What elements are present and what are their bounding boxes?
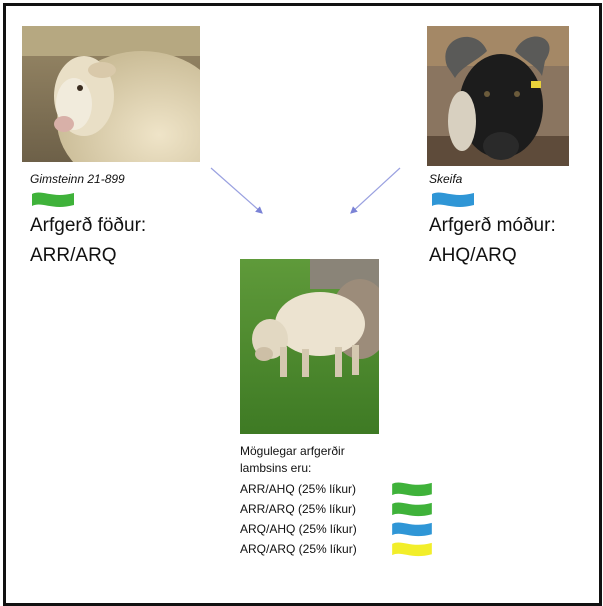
- result-label: ARR/AHQ (25% líkur): [240, 482, 357, 496]
- offspring-result-row: ARQ/ARQ (25% líkur): [240, 539, 432, 559]
- father-genotype-heading: Arfgerð föður:: [30, 215, 147, 236]
- mother-genotype: AHQ/ARQ: [429, 245, 517, 266]
- result-flag-green: [392, 481, 432, 496]
- result-flag-green: [392, 501, 432, 516]
- offspring-intro-line2: lambsins eru:: [240, 461, 312, 475]
- result-label: ARR/ARQ (25% líkur): [240, 502, 357, 516]
- father-arrow: [210, 167, 263, 214]
- mother-arrow: [350, 167, 401, 214]
- mother-name: Skeifa: [429, 172, 463, 186]
- offspring-intro-line1: Mögulegar arfgerðir: [240, 444, 345, 458]
- result-label: ARQ/AHQ (25% líkur): [240, 522, 357, 536]
- offspring-genotypes: Mögulegar arfgerðir lambsins eru: ARR/AH…: [240, 443, 432, 559]
- mother-ewe-photo: [427, 26, 569, 166]
- result-flag-yellow: [392, 541, 432, 556]
- father-ram-photo: [22, 26, 200, 162]
- mother-flag: [432, 192, 474, 207]
- offspring-result-row: ARR/AHQ (25% líkur): [240, 479, 432, 499]
- lamb-photo: [240, 259, 379, 434]
- mother-genotype-heading: Arfgerð móður:: [429, 215, 556, 236]
- father-flag: [32, 192, 74, 207]
- result-label: ARQ/ARQ (25% líkur): [240, 542, 357, 556]
- father-genotype: ARR/ARQ: [30, 245, 117, 266]
- offspring-result-row: ARQ/AHQ (25% líkur): [240, 519, 432, 539]
- father-name: Gimsteinn 21-899: [30, 172, 125, 186]
- result-flag-blue: [392, 521, 432, 536]
- offspring-result-row: ARR/ARQ (25% líkur): [240, 499, 432, 519]
